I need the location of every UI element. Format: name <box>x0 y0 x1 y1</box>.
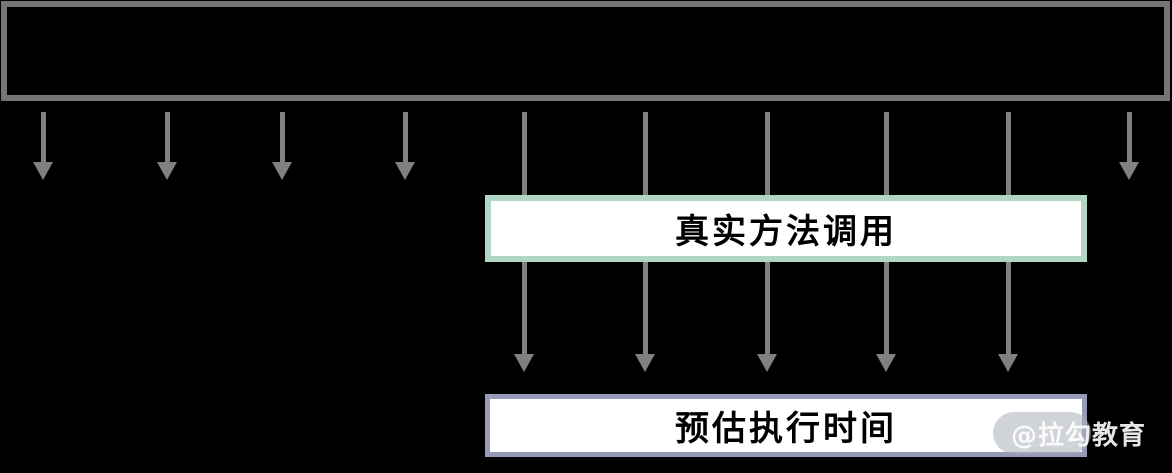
real-method-call-box: 真实方法调用 <box>485 195 1087 262</box>
arrow-head-icon <box>514 354 534 372</box>
arrow-shaft <box>40 112 46 164</box>
estimated-execution-time-box: 预估执行时间 <box>485 394 1087 457</box>
arrow-head-icon <box>876 354 896 372</box>
arrow-shaft <box>402 112 408 164</box>
arrow-head-icon <box>757 354 777 372</box>
arrow-head-icon <box>272 162 292 180</box>
arrow-head-icon <box>1119 162 1139 180</box>
arrow-head-icon <box>157 162 177 180</box>
arrow-shaft <box>164 112 170 164</box>
watermark-label: @拉勾教育 <box>1011 420 1147 451</box>
arrow-head-icon <box>998 354 1018 372</box>
arrow-head-icon <box>33 162 53 180</box>
arrow-head-icon <box>395 162 415 180</box>
method-calls-outline-box <box>1 1 1170 101</box>
watermark-pill <box>993 412 1091 454</box>
arrow-shaft <box>279 112 285 164</box>
estimated-execution-time-label: 预估执行时间 <box>675 409 897 449</box>
arrow-shaft <box>1126 112 1132 164</box>
arrow-head-icon <box>635 354 655 372</box>
real-method-call-label: 真实方法调用 <box>675 212 897 252</box>
